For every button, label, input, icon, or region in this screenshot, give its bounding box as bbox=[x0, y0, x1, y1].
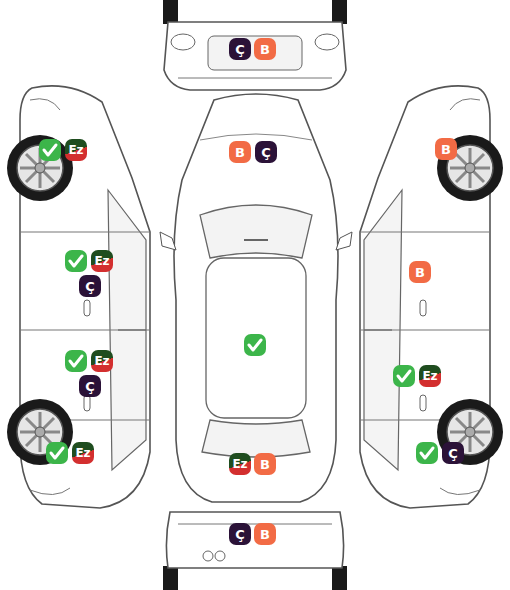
ok-check bbox=[39, 139, 61, 161]
damage-badge: B bbox=[254, 453, 276, 475]
ok-check bbox=[244, 334, 266, 356]
damage-badge: Ç bbox=[229, 38, 251, 60]
damage-badge: Ez bbox=[65, 139, 87, 161]
badge-label: Ez bbox=[94, 255, 109, 267]
damage-badge: Ez bbox=[91, 250, 113, 272]
damage-badge: B bbox=[435, 138, 457, 160]
badge-label: Ez bbox=[75, 447, 90, 459]
badge-label: Ç bbox=[448, 447, 458, 460]
badge-label: B bbox=[441, 143, 451, 156]
badge-label: B bbox=[415, 266, 425, 279]
badge-label: B bbox=[235, 146, 245, 159]
damage-badge: Ez bbox=[91, 350, 113, 372]
badge-label: Ç bbox=[85, 280, 95, 293]
badge-label: B bbox=[260, 458, 270, 471]
damage-badge: Ç bbox=[442, 442, 464, 464]
front-bumper bbox=[163, 0, 347, 90]
damage-badge: Ç bbox=[229, 523, 251, 545]
ok-check bbox=[65, 250, 87, 272]
ok-check bbox=[393, 365, 415, 387]
damage-badge: B bbox=[409, 261, 431, 283]
damage-badge: Ez bbox=[419, 365, 441, 387]
damage-badge: B bbox=[254, 523, 276, 545]
damage-badge: Ez bbox=[229, 453, 251, 475]
damage-badge: Ç bbox=[255, 141, 277, 163]
damage-badge: B bbox=[229, 141, 251, 163]
damage-badge: B bbox=[254, 38, 276, 60]
rear-bumper bbox=[163, 512, 347, 590]
ok-check bbox=[416, 442, 438, 464]
damage-badge: Ez bbox=[72, 442, 94, 464]
damage-badge: Ç bbox=[79, 275, 101, 297]
right-side-view bbox=[360, 86, 503, 508]
badge-label: Ç bbox=[85, 380, 95, 393]
badge-label: Ç bbox=[235, 528, 245, 541]
badge-label: Ç bbox=[261, 146, 271, 159]
badge-label: Ç bbox=[235, 43, 245, 56]
badge-label: Ez bbox=[94, 355, 109, 367]
damage-badge: Ç bbox=[79, 375, 101, 397]
badge-label: Ez bbox=[68, 144, 83, 156]
left-side-view bbox=[7, 86, 150, 508]
ok-check bbox=[65, 350, 87, 372]
badge-label: Ez bbox=[422, 370, 437, 382]
top-view-body bbox=[160, 94, 352, 502]
ok-check bbox=[46, 442, 68, 464]
badge-label: Ez bbox=[232, 458, 247, 470]
badge-label: B bbox=[260, 528, 270, 541]
badge-label: B bbox=[260, 43, 270, 56]
